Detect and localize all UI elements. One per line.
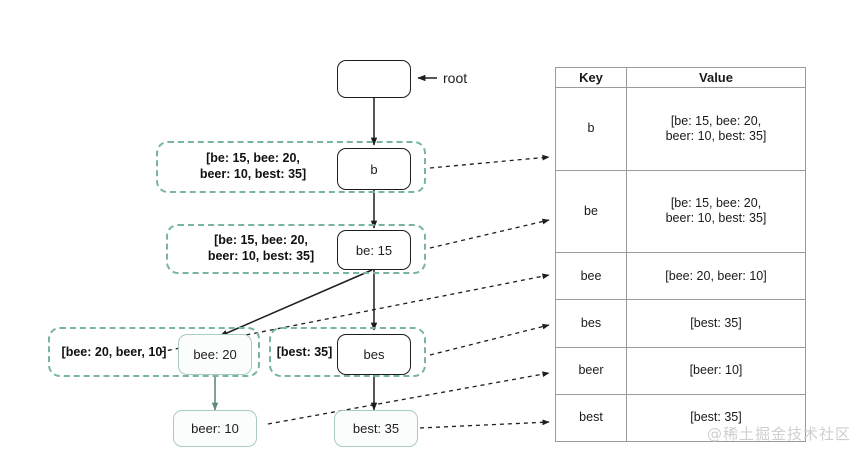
annotation-group-b	[156, 141, 426, 193]
table-cell-key: b	[555, 87, 627, 171]
node-be-label: be: 15	[355, 242, 393, 258]
table-cell-value: [beer: 10]	[626, 346, 806, 395]
node-be[interactable]: be: 15	[337, 230, 411, 270]
edge-map-bes	[429, 323, 550, 356]
table-cell-value: [bee: 20, beer: 10]	[626, 252, 806, 301]
table-cell-value: [be: 15, bee: 20, beer: 10, best: 35]	[626, 169, 806, 254]
table-cell-key: bee	[555, 252, 627, 301]
table-row[interactable]: beer [beer: 10]	[555, 346, 806, 395]
node-bee[interactable]: bee: 20	[178, 334, 252, 375]
node-beer[interactable]: beer: 10	[173, 410, 257, 447]
table-row[interactable]: bee [bee: 20, beer: 10]	[555, 252, 806, 301]
table-cell-value: [be: 15, bee: 20, beer: 10, best: 35]	[626, 87, 806, 171]
table-row[interactable]: be [be: 15, bee: 20, beer: 10, best: 35]	[555, 169, 806, 254]
table-row[interactable]: bes [best: 35]	[555, 299, 806, 348]
node-beer-label: beer: 10	[191, 421, 239, 436]
root-caption: root	[443, 70, 468, 86]
table-cell-key: best	[555, 393, 627, 443]
node-bes[interactable]: bes	[337, 334, 411, 375]
node-b[interactable]: b	[337, 148, 411, 190]
node-b-label: b	[370, 161, 378, 177]
watermark: @稀土掘金技术社区	[706, 425, 851, 443]
annotation-label-be: [be: 15, bee: 20, beer: 10, best: 35]	[207, 233, 315, 263]
table-cell-key: beer	[555, 346, 627, 395]
annotation-label-bes: [best: 35]	[276, 345, 333, 359]
annotation-label-b: [be: 15, bee: 20, beer: 10, best: 35]	[199, 151, 307, 181]
table-header-value: Value	[626, 67, 806, 88]
node-best[interactable]: best: 35	[334, 410, 418, 447]
edge-map-be	[429, 218, 550, 249]
edge-map-b	[429, 154, 550, 169]
table-cell-value: [best: 35]	[626, 299, 806, 348]
node-bes-label: bes	[363, 347, 385, 362]
node-bee-label: bee: 20	[193, 347, 237, 362]
node-best-label: best: 35	[352, 421, 400, 436]
key-value-table: Key Value b [be: 15, bee: 20, beer: 10, …	[555, 67, 806, 443]
node-root[interactable]	[337, 60, 411, 98]
table-header-row: Key Value	[555, 67, 806, 88]
edge-map-best	[419, 419, 550, 429]
table-row[interactable]: best [best: 35]	[555, 393, 806, 443]
table-header-key: Key	[555, 67, 627, 88]
table-cell-key: bes	[555, 299, 627, 348]
table-cell-key: be	[555, 169, 627, 254]
table-row[interactable]: b [be: 15, bee: 20, beer: 10, best: 35]	[555, 87, 806, 171]
annotation-label-bee: [bee: 20, beer, 10]	[61, 345, 167, 359]
table-cell-value: [best: 35]	[626, 393, 806, 443]
